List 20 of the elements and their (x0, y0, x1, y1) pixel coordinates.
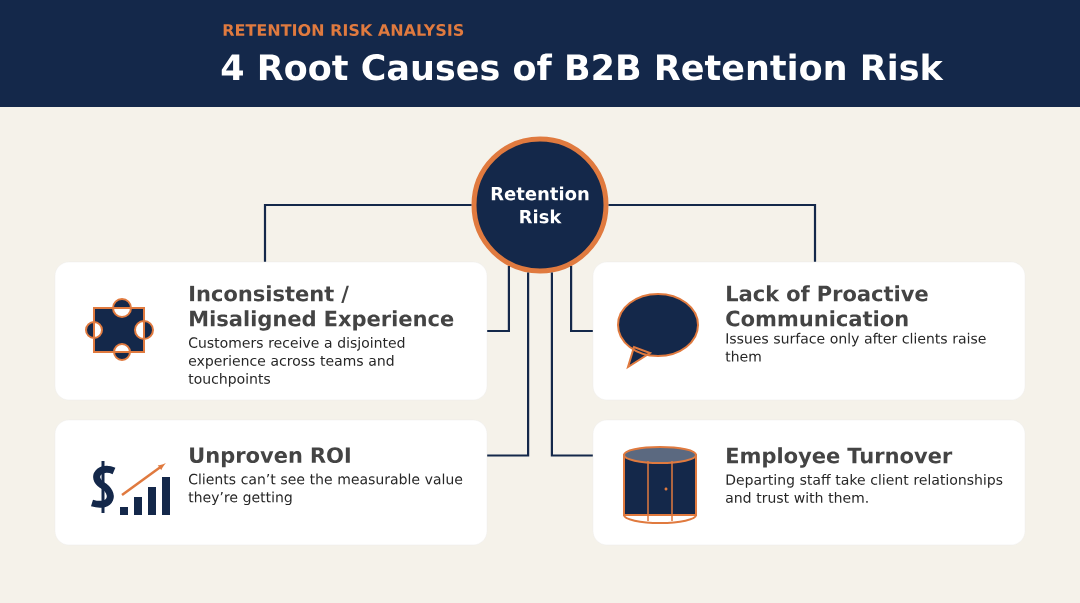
connector-line (487, 266, 510, 333)
card-title: Lack of Proactive Communication (726, 285, 928, 327)
cause-card (592, 419, 1026, 546)
cause-card (54, 261, 488, 401)
card-description: Clients can’t see the measurable value they’re getting (188, 473, 463, 506)
kicker-text: RETENTION RISK ANALYSIS (223, 23, 464, 37)
connector-line (487, 272, 530, 457)
card-title: Inconsistent / Misaligned Experience (190, 285, 454, 331)
card-description: Customers receive a disjointed experience across teams and touchpoints (188, 337, 405, 387)
cause-card (592, 261, 1026, 401)
title: 4 Root Causes of B2B Retention Risk (221, 53, 944, 81)
connector-line (550, 272, 593, 457)
connector-line (570, 266, 593, 333)
card-description: Issues surface only after clients raise them (725, 332, 986, 362)
card-title: Employee Turnover (727, 447, 953, 468)
card-description: Departing staff take client relationships and trust with them. (726, 474, 1003, 503)
connector-line (263, 203, 472, 262)
connector-line (608, 203, 817, 262)
card-title: Unproven ROI (190, 447, 350, 468)
cause-card (54, 419, 488, 546)
